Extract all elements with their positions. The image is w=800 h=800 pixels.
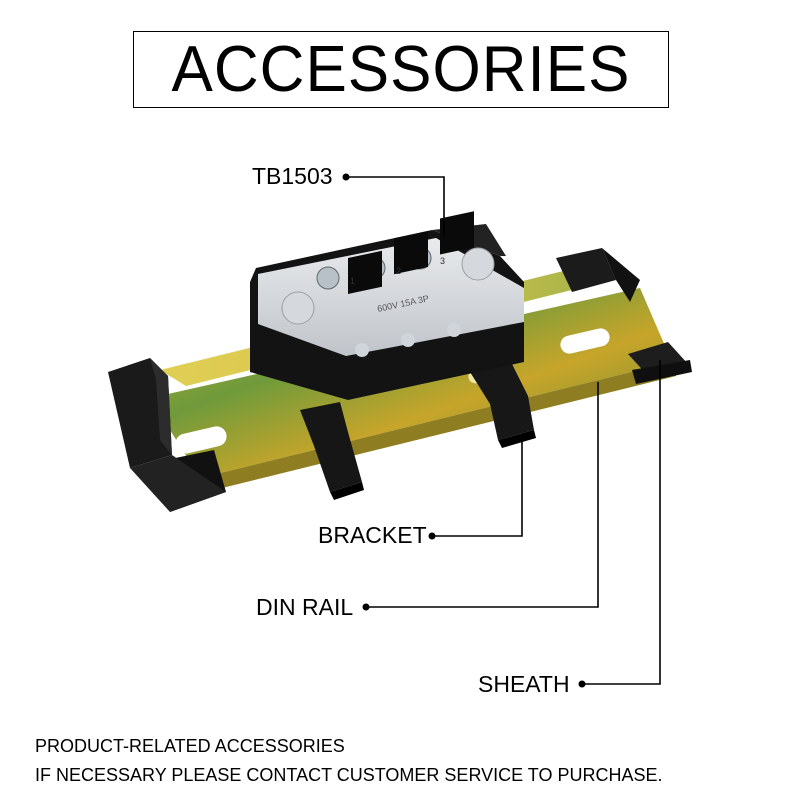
callout-tb1503: TB1503 <box>252 163 333 189</box>
footer-line-2: IF NECESSARY PLEASE CONTACT CUSTOMER SER… <box>35 765 663 785</box>
terminal-screw-icon <box>447 323 461 337</box>
terminal-number-3: 3 <box>440 256 445 266</box>
terminal-screw-icon <box>401 333 415 347</box>
leader-dot <box>578 680 586 688</box>
terminal-pocket <box>394 231 428 275</box>
title-box: ACCESSORIES <box>133 31 669 108</box>
terminal-block: 1 2 3 600V 15A 3P <box>250 211 524 400</box>
leader-din-rail <box>366 382 599 608</box>
rail-slot <box>175 426 227 454</box>
callout-bracket: BRACKET <box>318 522 427 548</box>
terminal-pocket <box>440 211 474 255</box>
leader-dot <box>362 603 370 611</box>
callout-din-rail: DIN RAIL <box>256 594 354 620</box>
leader-bracket <box>432 438 523 537</box>
right-front-sheath <box>628 342 692 384</box>
mount-screw-icon <box>461 247 495 281</box>
terminal-screw-icon <box>316 266 340 290</box>
leader-lines <box>346 176 661 685</box>
terminal-pocket <box>348 250 382 295</box>
terminal-number-1: 1 <box>350 276 355 286</box>
callout-sheath: SHEATH <box>478 671 570 697</box>
bracket-right <box>470 364 536 448</box>
terminal-number-2: 2 <box>396 266 401 276</box>
terminal-screw-icon <box>355 343 369 357</box>
leader-dot <box>342 173 350 181</box>
leader-sheath <box>582 360 661 685</box>
rail-slot <box>560 328 610 354</box>
mount-screw-icon <box>281 291 315 325</box>
page-title: ACCESSORIES <box>171 32 631 106</box>
bracket-left <box>300 402 364 500</box>
right-back-sheath <box>556 248 640 302</box>
footer-line-1: PRODUCT-RELATED ACCESSORIES <box>35 736 345 756</box>
leader-tb <box>346 176 445 236</box>
left-sheath <box>108 358 226 512</box>
leader-dot <box>428 532 436 540</box>
